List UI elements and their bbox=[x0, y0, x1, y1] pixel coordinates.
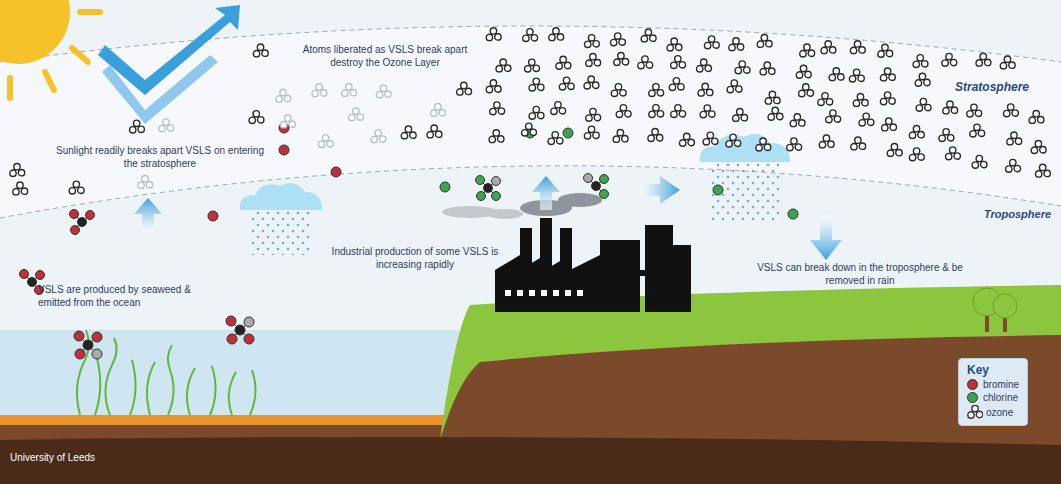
callout-text: Atoms liberated as VSLS break apart dest… bbox=[285, 44, 485, 69]
legend-row: ozone bbox=[967, 405, 1019, 419]
legend-text: bromine bbox=[983, 379, 1019, 390]
key-heading: Key bbox=[967, 363, 1019, 377]
factory bbox=[495, 218, 691, 312]
sun bbox=[0, 0, 100, 98]
trees bbox=[973, 288, 1017, 332]
callout-text: VSLS are produced by seaweed & emitted f… bbox=[38, 284, 218, 309]
legend-swatch bbox=[967, 392, 978, 403]
cloud-rain bbox=[240, 134, 790, 255]
sunlight-arrow bbox=[98, 5, 240, 124]
legend-text: ozone bbox=[986, 407, 1013, 418]
smoke bbox=[442, 193, 602, 219]
callout-text: Industrial production of some VSLS is in… bbox=[330, 246, 500, 271]
credit-text: University of Leeds bbox=[10, 452, 160, 465]
callout-text: VSLS can break down in the troposphere &… bbox=[755, 262, 965, 287]
legend-swatch bbox=[967, 379, 978, 390]
key-box: Key bromine chlorine ozone bbox=[958, 358, 1028, 426]
legend-row: chlorine bbox=[967, 392, 1019, 403]
legend-text: chlorine bbox=[983, 392, 1018, 403]
layer-label: Troposphere bbox=[984, 208, 1059, 222]
legend-row: bromine bbox=[967, 379, 1019, 390]
ozone-icon bbox=[967, 405, 983, 419]
callout-text: Sunlight readily breaks apart VSLS on en… bbox=[55, 145, 265, 170]
seaweed bbox=[77, 330, 256, 415]
vsls-molecule bbox=[20, 123, 799, 359]
layer-label: Stratosphere bbox=[955, 80, 1055, 95]
